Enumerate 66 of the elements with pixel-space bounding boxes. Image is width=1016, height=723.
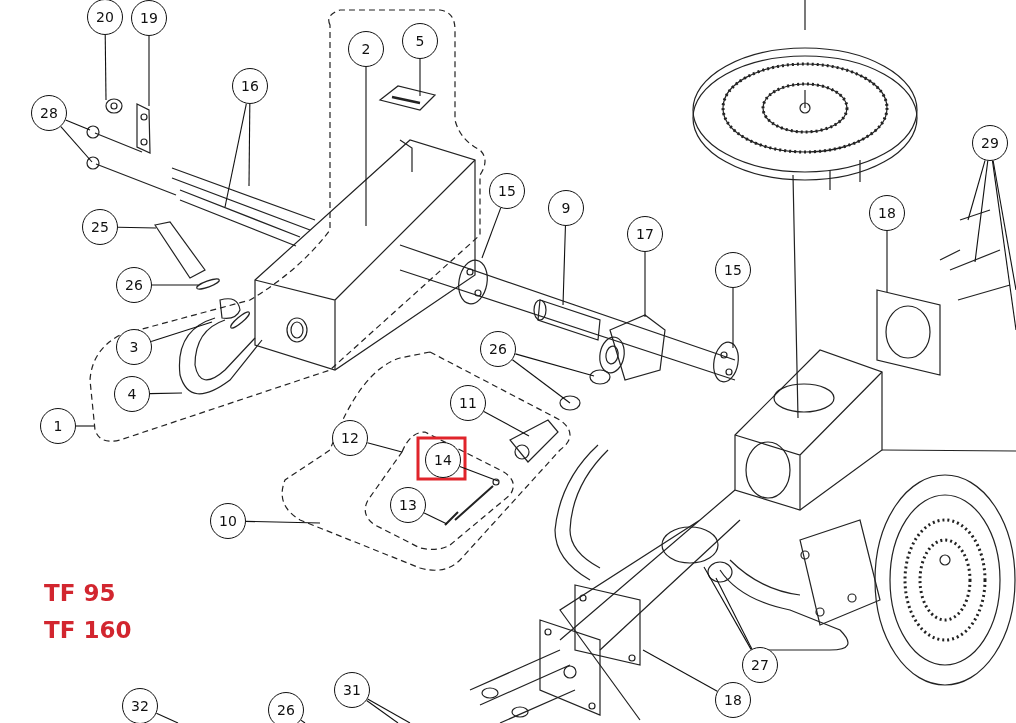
callout-number: 27	[742, 647, 778, 683]
model-label: TF 95	[44, 580, 116, 606]
callout-number: 18	[869, 195, 905, 231]
callout-number: 11	[450, 385, 486, 421]
callout-number: 9	[548, 190, 584, 226]
leader-line	[300, 719, 306, 723]
leader-line	[148, 35, 150, 107]
leader-line	[967, 159, 986, 221]
leader-line	[483, 411, 530, 437]
callout-number: 25	[82, 209, 118, 245]
callout-number: 31	[334, 672, 370, 708]
callout-number: 20	[87, 0, 123, 35]
leader-line	[974, 160, 989, 263]
callout-number: 1	[40, 408, 76, 444]
callout-number: 15	[489, 173, 525, 209]
leader-line	[366, 699, 399, 723]
leader-line	[248, 103, 251, 187]
leader-line	[423, 512, 448, 525]
leader-line	[104, 34, 107, 101]
callout-number: 32	[122, 688, 158, 723]
callout-number: 12	[332, 420, 368, 456]
callout-number: 19	[131, 0, 167, 36]
leader-line	[562, 225, 566, 306]
leader-line	[992, 160, 1016, 291]
callout-number: 10	[210, 503, 246, 539]
leader-line	[703, 566, 752, 650]
callout-number: 13	[390, 487, 426, 523]
callout-number: 2	[348, 31, 384, 67]
leader-line	[511, 359, 571, 404]
leader-line	[75, 425, 95, 427]
leader-line	[459, 465, 499, 482]
leader-line	[151, 284, 199, 286]
callout-number: 18	[715, 682, 751, 718]
callout-number: 5	[402, 23, 438, 59]
model-label: TF 160	[44, 617, 132, 643]
leader-line	[991, 160, 1016, 331]
leader-line	[366, 442, 403, 453]
leader-line	[155, 712, 179, 723]
callout-number: 15	[715, 252, 751, 288]
leader-line	[419, 58, 421, 97]
callout-number: 26	[268, 692, 304, 723]
callout-number: 3	[116, 329, 152, 365]
leader-line	[150, 321, 213, 343]
leader-line	[715, 577, 753, 650]
leader-line	[117, 226, 157, 229]
leader-line	[886, 230, 888, 293]
callout-number: 29	[972, 125, 1008, 161]
callout-number: 26	[480, 331, 516, 367]
leader-line	[60, 126, 93, 163]
leader-line	[367, 698, 411, 723]
callout-number: 14	[425, 442, 461, 478]
callout-number: 17	[627, 216, 663, 252]
leader-line	[149, 392, 183, 395]
leader-line	[481, 207, 502, 259]
leader-line	[245, 520, 321, 524]
callout-number: 16	[232, 68, 268, 104]
leader-line	[644, 251, 646, 318]
callout-number: 4	[114, 376, 150, 412]
callout-number: 26	[116, 267, 152, 303]
leader-line	[732, 287, 734, 349]
leader-line	[365, 66, 367, 227]
leader-line	[224, 103, 247, 208]
leader-line	[514, 353, 595, 377]
callout-number: 28	[31, 95, 67, 131]
leader-line	[642, 649, 718, 692]
leader-line	[65, 119, 91, 131]
